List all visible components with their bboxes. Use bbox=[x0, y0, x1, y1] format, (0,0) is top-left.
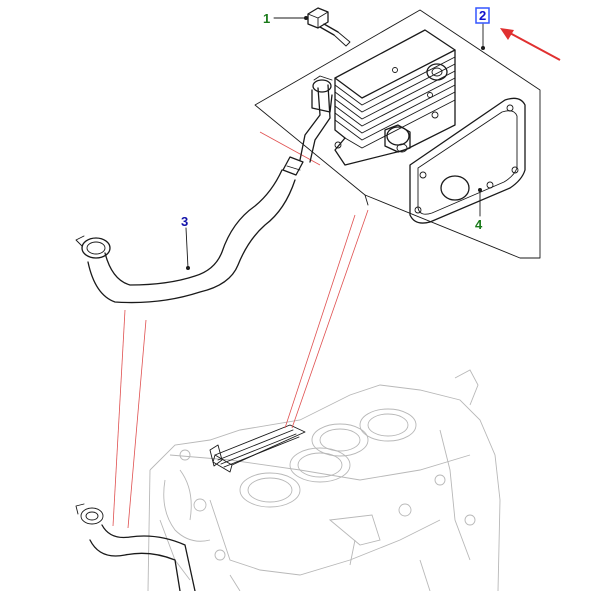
callout-3-label: 3 bbox=[181, 214, 188, 229]
gasket bbox=[409, 97, 526, 224]
callout-2[interactable]: 2 bbox=[475, 7, 490, 24]
bolt bbox=[307, 7, 351, 47]
frame-tick bbox=[364, 194, 369, 206]
callout-2-label: 2 bbox=[479, 8, 486, 23]
installed-hose bbox=[75, 503, 196, 591]
cooler-pipe bbox=[299, 75, 333, 163]
callout-1[interactable]: 1 bbox=[263, 11, 270, 26]
callout-3[interactable]: 3 bbox=[181, 214, 188, 229]
installed-oil-cooler bbox=[209, 424, 306, 473]
assembly-frame bbox=[254, 9, 541, 259]
oil-cooler bbox=[334, 29, 456, 166]
coolant-hose bbox=[75, 156, 304, 304]
callout-4[interactable]: 4 bbox=[475, 217, 483, 232]
callout-2-highlight bbox=[475, 7, 490, 24]
callout-4-label: 4 bbox=[475, 217, 483, 232]
leader-lines bbox=[185, 16, 485, 270]
red-arrow-icon bbox=[500, 28, 561, 61]
callout-1-label: 1 bbox=[263, 11, 270, 26]
engine-block-ghost bbox=[147, 369, 501, 591]
assembly-guide-lines bbox=[112, 131, 369, 529]
